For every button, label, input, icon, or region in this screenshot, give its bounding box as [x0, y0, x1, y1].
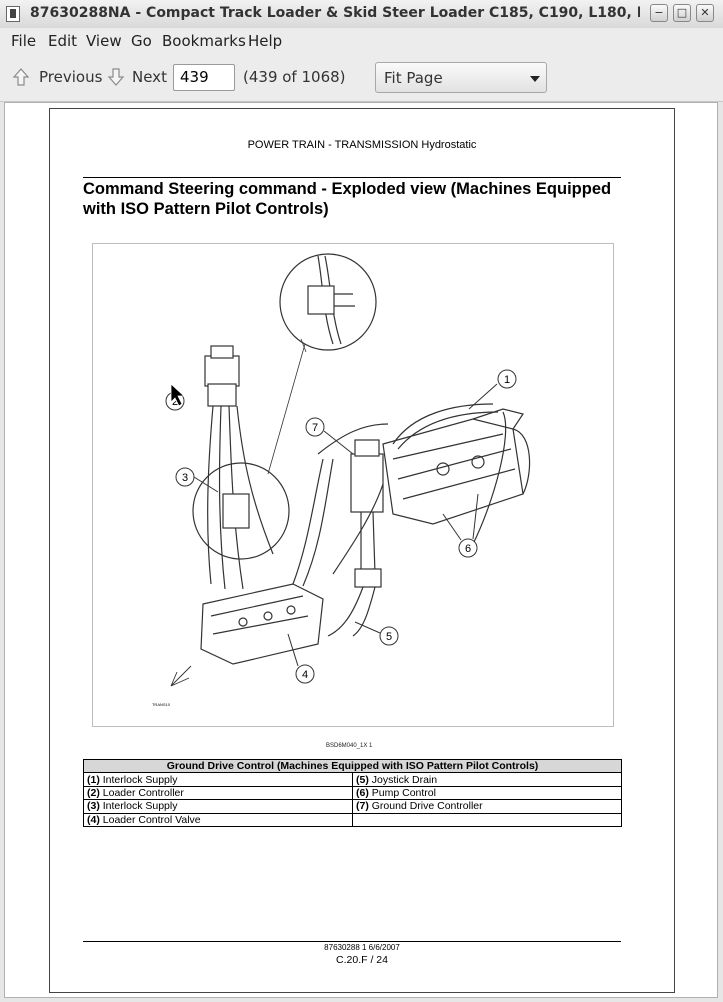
callout-2: 2: [172, 396, 178, 408]
dropdown-arrow-icon: [530, 76, 540, 82]
callout-4: 4: [302, 669, 308, 681]
maximize-button[interactable]: □: [673, 4, 691, 22]
page-count: (439 of 1068): [243, 68, 346, 86]
hydraulic-diagram: 1 2 3 4 5 6 7 TRANS10: [152, 253, 531, 707]
table-row: (2) Loader Controller (6) Pump Control: [83, 785, 622, 801]
figure-caption: BSD6M040_1X 1: [326, 743, 373, 749]
table-cell: (2) Loader Controller: [83, 785, 353, 801]
minimize-button[interactable]: −: [650, 4, 668, 22]
figure-marker: TRANS10: [152, 702, 171, 707]
menu-view[interactable]: View: [86, 32, 122, 50]
mouse-cursor-icon: [170, 383, 186, 407]
menu-edit[interactable]: Edit: [48, 32, 78, 50]
up-arrow-icon: [12, 68, 30, 86]
title-bar: 87630288NA - Compact Track Loader & Skid…: [0, 0, 723, 29]
callout-5: 5: [386, 631, 392, 643]
menu-bookmarks[interactable]: Bookmarks: [162, 32, 246, 50]
page-title: Command Steering command - Exploded view…: [83, 180, 612, 218]
title-rule: [83, 177, 621, 178]
table-row: (4) Loader Control Valve: [83, 812, 622, 827]
footer-reference: 87630288 1 6/6/2007: [324, 943, 400, 952]
toolbar: Previous Next 439 (439 of 1068) Fit Page: [0, 55, 723, 102]
exploded-view-figure: 1 2 3 4 5 6 7 TRANS10: [92, 243, 614, 727]
callout-1: 1: [504, 374, 510, 386]
menu-file[interactable]: File: [11, 32, 37, 50]
callout-6: 6: [465, 543, 471, 555]
callout-3: 3: [182, 472, 188, 484]
table-cell: (4) Loader Control Valve: [83, 812, 353, 827]
footer-page-number: C.20.F / 24: [336, 954, 388, 966]
table-cell: (1) Interlock Supply: [83, 772, 353, 787]
menu-bar: File Edit View Go Bookmarks Help: [0, 28, 723, 55]
callout-7: 7: [312, 422, 318, 434]
document-viewer-icon: [6, 6, 20, 22]
document-viewport[interactable]: POWER TRAIN - TRANSMISSION Hydrostatic C…: [4, 102, 718, 998]
legend-table-title: Ground Drive Control (Machines Equipped …: [83, 758, 622, 774]
menu-go[interactable]: Go: [131, 32, 152, 50]
window-title: 87630288NA - Compact Track Loader & Skid…: [30, 5, 640, 21]
table-cell: (6) Pump Control: [352, 785, 622, 801]
table-cell: (3) Interlock Supply: [83, 799, 353, 814]
document-page: POWER TRAIN - TRANSMISSION Hydrostatic C…: [49, 108, 675, 993]
menu-help[interactable]: Help: [248, 32, 283, 50]
down-arrow-icon: [107, 68, 125, 86]
footer-rule: [83, 941, 621, 942]
previous-label: Previous: [39, 68, 103, 86]
zoom-select[interactable]: Fit Page: [375, 62, 547, 93]
table-row: (3) Interlock Supply (7) Ground Drive Co…: [83, 799, 622, 814]
table-cell: [352, 812, 622, 827]
close-button[interactable]: ✕: [696, 4, 714, 22]
table-cell: (7) Ground Drive Controller: [352, 799, 622, 814]
zoom-value: Fit Page: [384, 69, 443, 87]
next-label: Next: [132, 68, 167, 86]
legend-table: Ground Drive Control (Machines Equipped …: [83, 758, 622, 827]
table-cell: (5) Joystick Drain: [352, 772, 622, 787]
page-header: POWER TRAIN - TRANSMISSION Hydrostatic: [247, 139, 477, 151]
page-number-input[interactable]: 439: [173, 64, 235, 91]
table-row: (1) Interlock Supply (5) Joystick Drain: [83, 772, 622, 787]
